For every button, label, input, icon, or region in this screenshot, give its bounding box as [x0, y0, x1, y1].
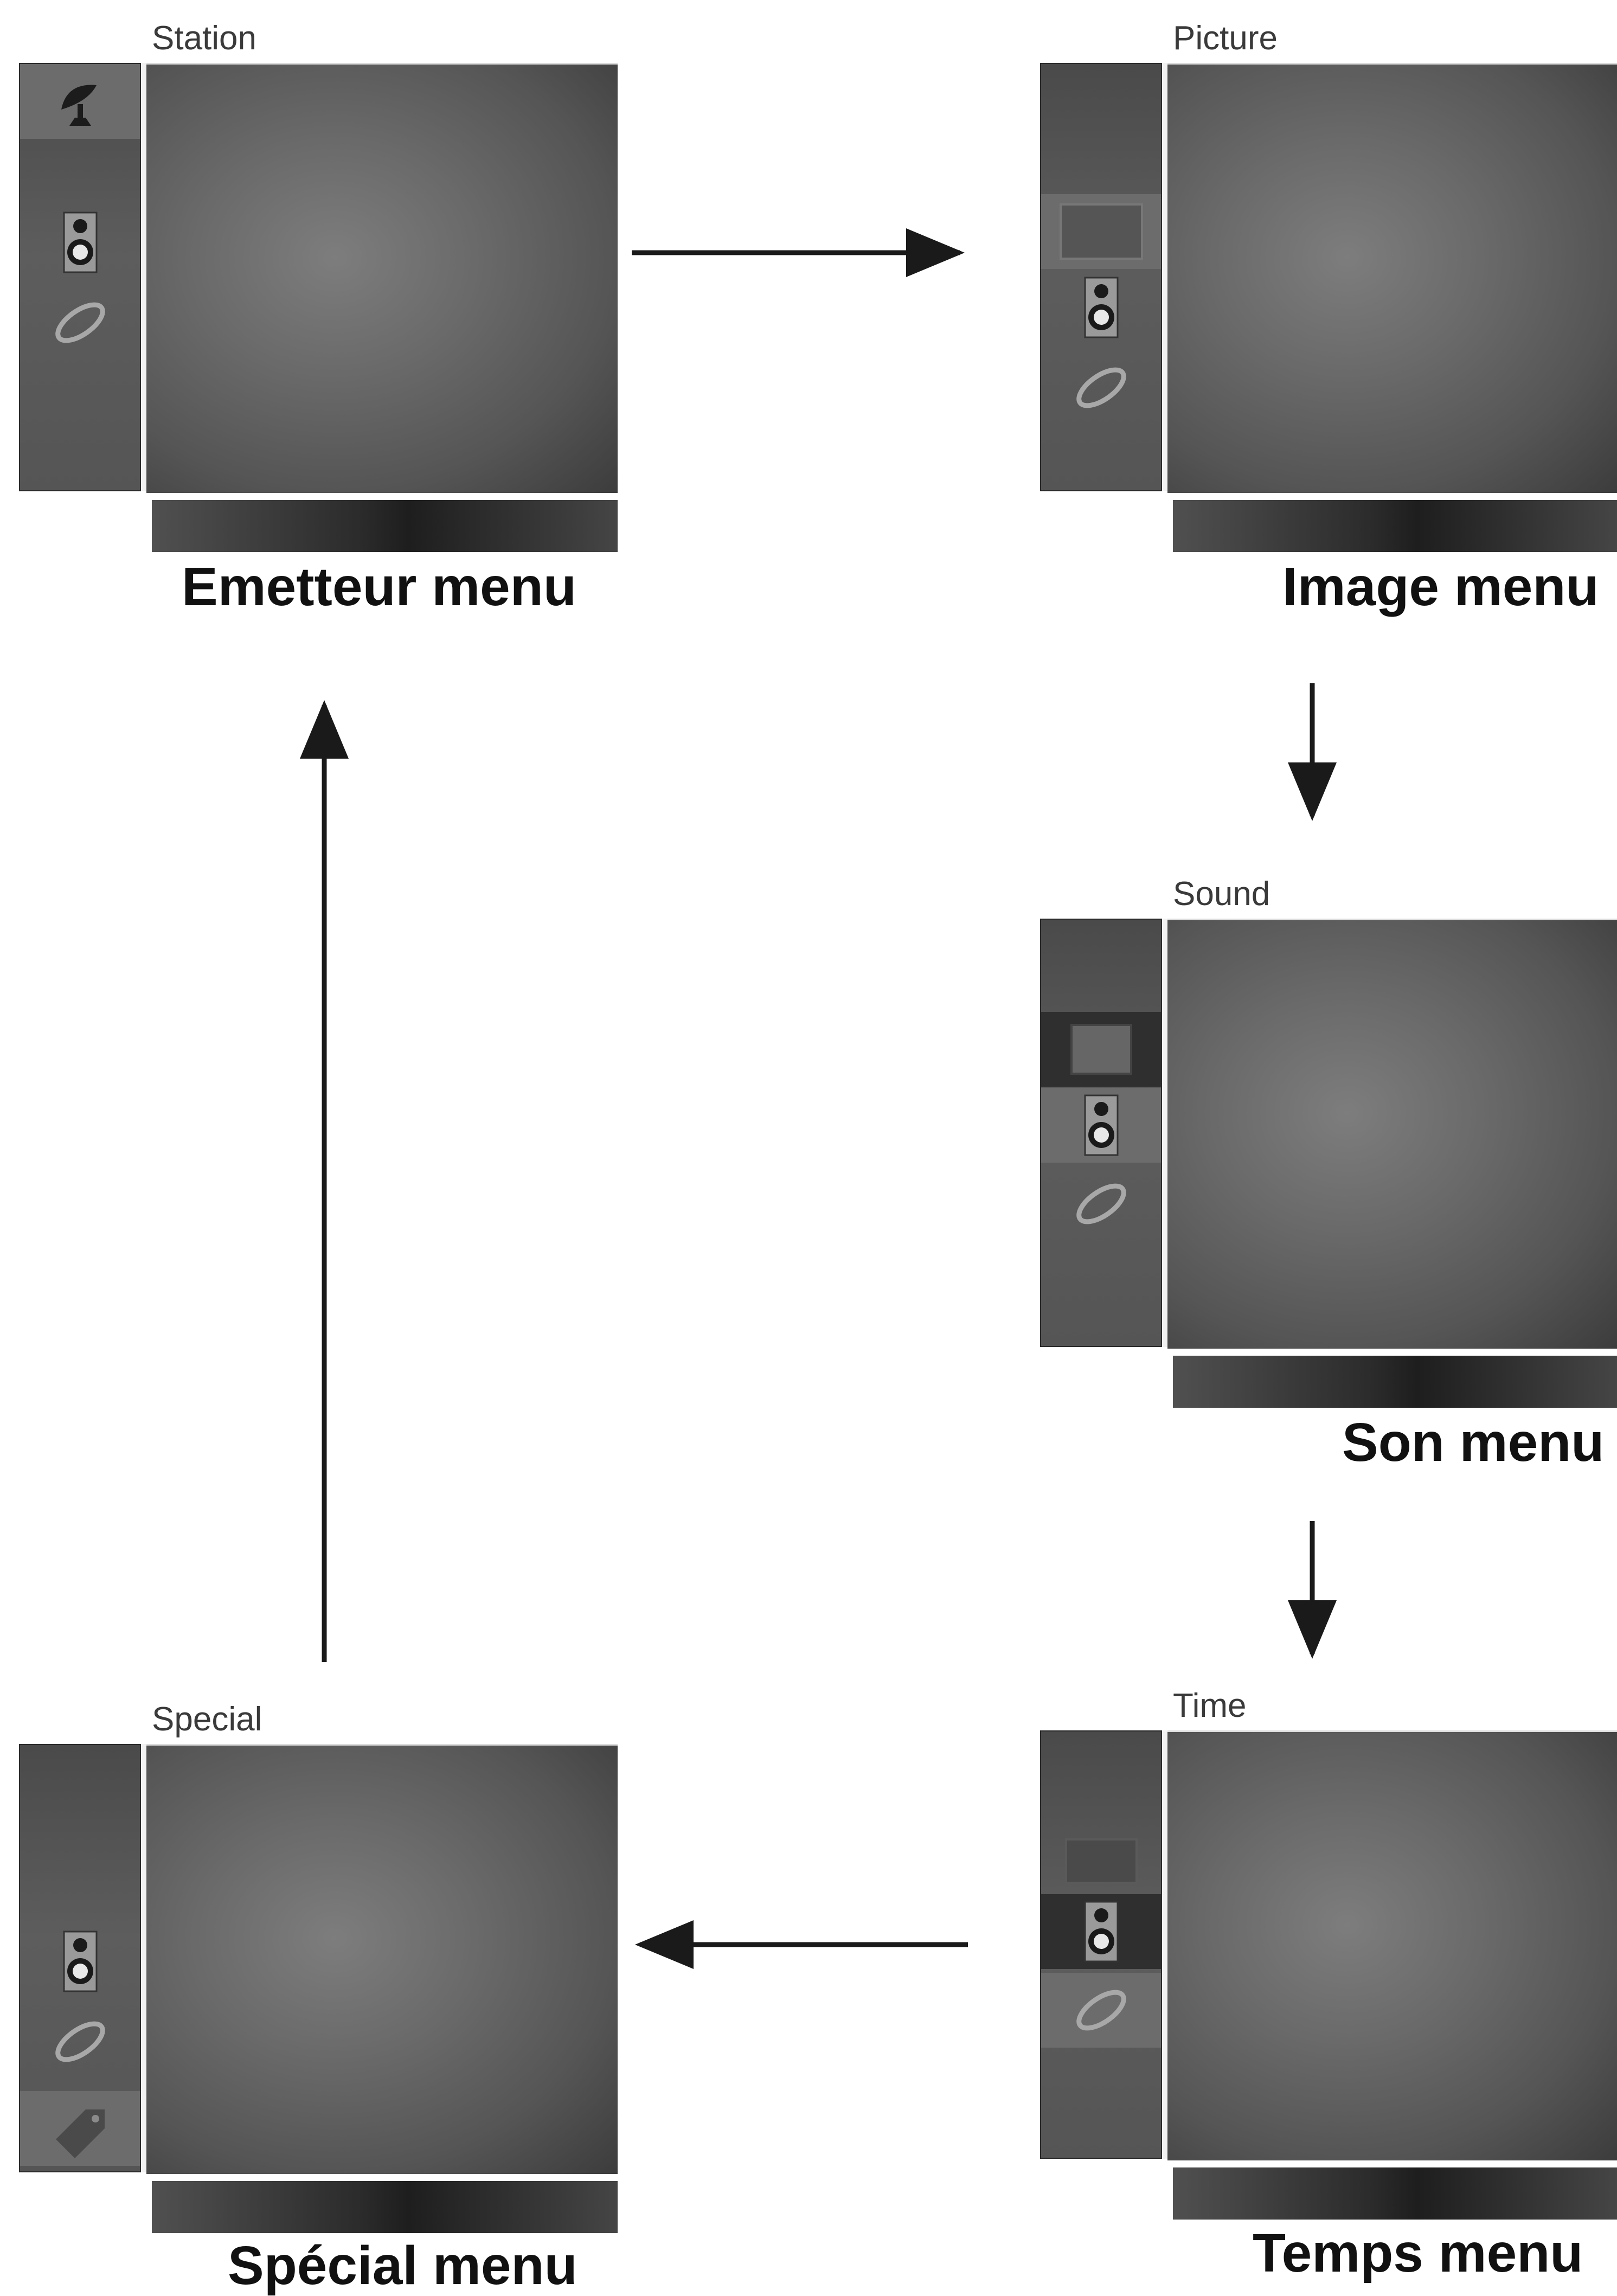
menu-sidebar: [19, 1744, 141, 2172]
sidebar-item-time[interactable]: [20, 285, 140, 360]
menu-sidebar: [1040, 63, 1162, 491]
speaker-icon: [1084, 1094, 1118, 1156]
divider: [1162, 919, 1167, 1347]
speaker-icon: [63, 1931, 97, 1992]
menu-content-area: [1167, 919, 1617, 1349]
speaker-icon: [1084, 1901, 1118, 1962]
ring-icon: [55, 2021, 105, 2062]
sidebar-item-picture[interactable]: [1041, 1824, 1161, 1899]
menu-title: Special: [152, 1701, 262, 1738]
sound-menu-screen: Sound: [1040, 877, 1617, 1409]
menu-help-bar: [1173, 2167, 1617, 2220]
sidebar-item-sound[interactable]: [1041, 270, 1161, 345]
picture-icon: [1059, 203, 1143, 260]
satellite-dish-icon: [61, 85, 97, 126]
divider: [141, 63, 146, 491]
sidebar-item-sound[interactable]: [20, 1924, 140, 1999]
time-menu-screen: Time: [1040, 1689, 1617, 2221]
menu-sidebar: [19, 63, 141, 491]
picture-icon: [1064, 1838, 1138, 1884]
sound-menu-caption: Son menu: [1342, 1412, 1605, 1473]
menu-sidebar: [1040, 919, 1162, 1347]
sidebar-item-time[interactable]: [1041, 1973, 1161, 2048]
menu-title: Picture: [1173, 20, 1278, 57]
ring-icon: [55, 302, 105, 343]
menu-sidebar: [1040, 1730, 1162, 2159]
divider: [141, 1744, 146, 2172]
menu-title: Time: [1173, 1687, 1247, 1724]
divider: [1162, 63, 1167, 491]
ring-icon: [1076, 1990, 1126, 2031]
ring-icon: [1076, 1183, 1126, 1224]
sidebar-item-time[interactable]: [1041, 350, 1161, 425]
sidebar-item-sound[interactable]: [1041, 1894, 1161, 1969]
picture-menu-caption: Image menu: [1282, 556, 1599, 617]
sidebar-item-sound[interactable]: [1041, 1088, 1161, 1163]
sidebar-item-sound[interactable]: [20, 205, 140, 280]
special-menu-caption: Spécial menu: [228, 2235, 578, 2296]
ring-icon: [1076, 367, 1126, 408]
tag-icon: [55, 2109, 105, 2158]
speaker-icon: [1084, 277, 1118, 338]
time-menu-caption: Temps menu: [1253, 2223, 1583, 2284]
sidebar-item-station[interactable]: [20, 64, 140, 139]
menu-content-area: [1167, 1730, 1617, 2160]
picture-menu-screen: Picture: [1040, 22, 1617, 553]
menu-content-area: [146, 1744, 618, 2174]
sidebar-item-time[interactable]: [1041, 1166, 1161, 1241]
menu-title: Sound: [1173, 875, 1271, 913]
sidebar-item-special[interactable]: [20, 2091, 140, 2166]
station-menu-caption: Emetteur menu: [182, 556, 576, 617]
sidebar-item-time[interactable]: [20, 2004, 140, 2079]
menu-title: Station: [152, 20, 257, 57]
picture-icon: [1070, 1024, 1132, 1075]
station-menu-screen: Station: [19, 22, 618, 553]
menu-help-bar: [152, 2181, 618, 2233]
sidebar-item-picture[interactable]: [1041, 1012, 1161, 1087]
speaker-icon: [63, 211, 97, 273]
menu-help-bar: [1173, 500, 1617, 552]
divider: [1162, 1730, 1167, 2159]
menu-content-area: [146, 63, 618, 493]
menu-content-area: [1167, 63, 1617, 493]
menu-help-bar: [1173, 1356, 1617, 1408]
sidebar-item-picture[interactable]: [1041, 194, 1161, 269]
special-menu-screen: Special: [19, 1703, 618, 2234]
menu-help-bar: [152, 500, 618, 552]
